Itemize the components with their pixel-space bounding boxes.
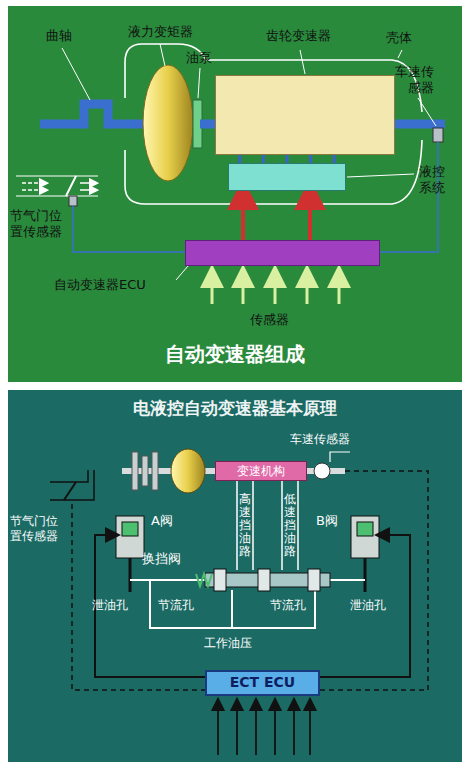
hydraulic-box: 液控系统 [228, 163, 346, 191]
sensor-arrows [212, 276, 339, 304]
airflow-arrow [80, 189, 94, 191]
panel-ground [8, 6, 462, 382]
part-label: 节气门位置传感器 [10, 208, 63, 241]
connector [240, 155, 334, 163]
crankshaft [40, 104, 150, 124]
part-label: 壳体 [386, 30, 412, 46]
leader-lines [62, 44, 436, 280]
torque-converter [143, 65, 193, 181]
connector [241, 194, 245, 240]
throttle-sensor [69, 196, 77, 206]
solenoid-valve: A阀 [115, 515, 145, 560]
part-label: 车速传感器 [290, 432, 350, 447]
airflow-arrow [22, 189, 44, 191]
node-label: B阀 [316, 513, 338, 529]
panel-ground [8, 390, 462, 762]
torque-converter [171, 449, 205, 493]
gearbox-box: 齿轮变速器 [215, 75, 395, 155]
edge-label: 高速挡油路 [239, 493, 251, 559]
throttle-body [50, 470, 88, 482]
connector [308, 194, 312, 240]
node-label: A阀 [151, 513, 173, 529]
solenoid-valve: B阀 [350, 515, 380, 560]
part-label: 油泵 [186, 50, 212, 66]
clutch-discs [132, 452, 158, 490]
part-label: 车速传感器 [392, 64, 434, 97]
oil-pipe [282, 481, 298, 570]
throttle-plate [64, 482, 76, 500]
mechanism-box: 变速机构 [215, 461, 307, 481]
throttle-body [50, 470, 94, 500]
airflow-arrow [80, 182, 94, 184]
node-label: 液控系统 [419, 164, 445, 197]
node-label: 齿轮变速器 [266, 28, 331, 44]
sensor-rotor [314, 463, 330, 479]
oil-pipe [237, 481, 253, 570]
part-label: 节气门位置传感器 [10, 514, 59, 544]
ecu-box: 自动变速器ECU [185, 240, 380, 266]
signal-wire [320, 471, 428, 690]
sensor-wire [380, 142, 438, 252]
sensor-wire [73, 206, 185, 252]
leader-line [330, 452, 350, 462]
part-label: 泄油孔 [92, 598, 128, 613]
node-label: 变速机构 [216, 462, 306, 480]
shift-valve: 换挡阀 [205, 570, 330, 590]
input-arrows [218, 704, 310, 755]
part-label: 节流孔 [158, 598, 194, 613]
title: 电液控自动变速器基本原理 [0, 398, 470, 419]
edge-label: 低速挡油路 [284, 493, 296, 559]
throttle-plate [66, 176, 76, 196]
shift-valve [196, 569, 330, 591]
caption: 自动变速器组成 [0, 342, 470, 367]
part-label: 工作油压 [204, 636, 252, 651]
part-label: 曲轴 [46, 28, 72, 44]
node-label: 换挡阀 [142, 551, 181, 567]
connector [320, 535, 410, 677]
node-label: 自动变速器ECU [54, 277, 146, 293]
signal-wire [72, 504, 205, 690]
part-label: 节流孔 [270, 598, 306, 613]
node-label: ECT ECU [207, 672, 318, 694]
part-label: 液力变矩器 [128, 24, 193, 40]
ecu-box: ECT ECU [205, 670, 320, 696]
throttle-body [16, 175, 98, 176]
throttle-body [16, 195, 98, 196]
airflow-arrow [22, 182, 44, 184]
part-label: 传感器 [250, 312, 289, 328]
part-label: 泄油孔 [350, 598, 386, 613]
speed-sensor [433, 128, 443, 142]
